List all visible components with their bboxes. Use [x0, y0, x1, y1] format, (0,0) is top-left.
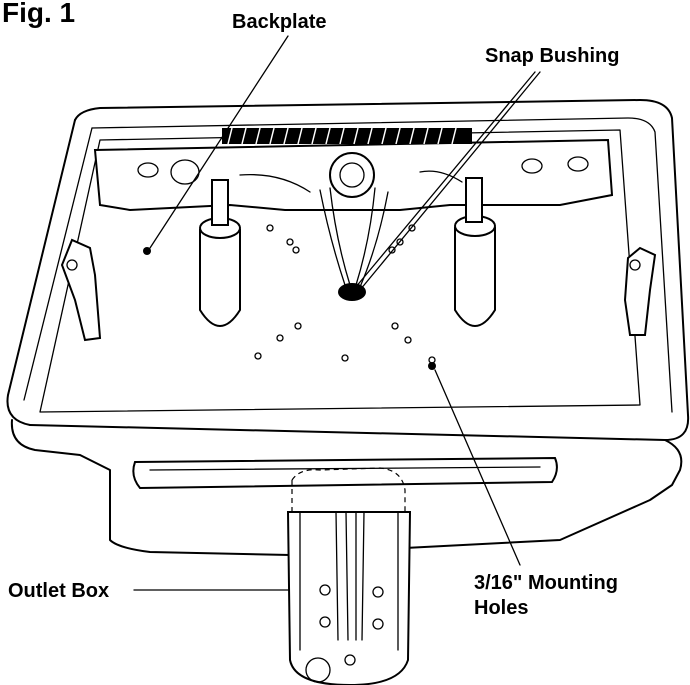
- label-mounting-holes-line1: 3/16" Mounting: [474, 572, 618, 594]
- figure-title: Fig. 1: [2, 0, 75, 28]
- outlet-box: [286, 467, 412, 685]
- leader-snap-bushing-2: [359, 71, 541, 291]
- label-outlet-box: Outlet Box: [8, 580, 109, 602]
- leader-snap-bushing-1: [354, 71, 536, 289]
- side-latches: [60, 238, 657, 342]
- mounting-posts: [199, 177, 496, 327]
- enclosure: [6, 99, 690, 556]
- leader-mounting-holes: [434, 369, 521, 566]
- mounting-holes: [143, 224, 436, 370]
- backplate-panel: [93, 127, 614, 212]
- leader-backplate: [149, 35, 289, 249]
- label-backplate: Backplate: [232, 11, 327, 33]
- label-mounting-holes-line2: Holes: [474, 597, 528, 619]
- label-snap-bushing: Snap Bushing: [485, 45, 619, 67]
